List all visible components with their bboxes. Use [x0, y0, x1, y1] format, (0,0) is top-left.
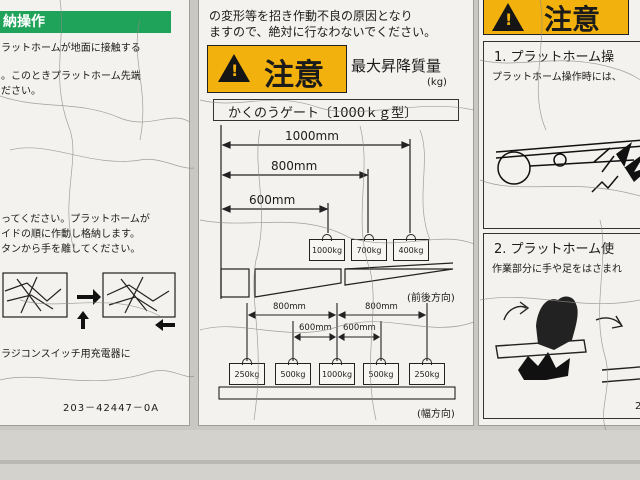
- bottom-frame: [0, 430, 640, 480]
- left-text-line-7: ラジコンスイッチ用充電器に: [1, 349, 131, 360]
- dim-600mm-left: 600mm: [299, 323, 332, 333]
- weight-250kg-right: 250kg: [409, 358, 445, 385]
- gate-stow-illustration: [2, 272, 176, 331]
- left-text-line-6: タンから手を離してください。: [1, 244, 141, 255]
- right-warning-triangle-icon: [492, 3, 524, 31]
- unit-label: (kg): [427, 77, 447, 88]
- right-section1-text: プラットホーム操作時には、: [492, 72, 622, 83]
- dim-1000mm: 1000mm: [285, 129, 339, 143]
- lengthwise-diagram: [220, 125, 454, 299]
- left-text-line-5: イドの順に作動し格納します。: [1, 229, 140, 240]
- dim-800mm: 800mm: [271, 159, 318, 173]
- dim-600mm-right: 600mm: [343, 323, 376, 333]
- right-label-panel: 注意 1. プラットホーム操 プラットホーム操作時には、 2. プラットホーム使…: [478, 0, 640, 426]
- gate-title-box: かくのうゲート〔1000ｋｇ型〕: [213, 99, 459, 121]
- warning-label: 注意: [264, 58, 324, 93]
- weight-400kg: 400kg: [393, 234, 429, 261]
- warning-band: 注意: [207, 45, 347, 93]
- right-section1-box: 1. プラットホーム操 プラットホーム操作時には、: [483, 41, 640, 229]
- warning-triangle-icon: [218, 54, 250, 82]
- right-warning-band: 注意: [483, 0, 629, 36]
- left-text-line-4: ってください。プラットホームが: [1, 214, 150, 225]
- widthwise-diagram: [218, 303, 456, 400]
- center-top-line-1: の変形等を招き作動不良の原因となり: [209, 9, 413, 23]
- right-section2-text: 作業部分に手や足をはさまれ: [492, 264, 622, 275]
- dim-800mm-right: 800mm: [365, 302, 398, 312]
- left-header: 納操作: [0, 11, 171, 33]
- weight-1000kg-center: 1000kg: [319, 358, 355, 385]
- right-edge-digit: 2: [635, 401, 640, 412]
- dim-600mm: 600mm: [249, 193, 296, 207]
- left-label-panel: 納操作 ラットホームが地面に接触する 。このときプラットホーム先端 ださい。 っ…: [0, 0, 190, 426]
- center-top-line-2: ますので、絶対に行なわないでください。: [209, 25, 437, 39]
- platform-drawing: [495, 139, 640, 193]
- right-section1-title: 1. プラットホーム操: [494, 50, 615, 65]
- widthwise-direction-label: (幅方向): [417, 409, 455, 420]
- right-section2-box: 2. プラットホーム使 作業部分に手や足をはさまれ: [483, 233, 640, 419]
- weight-700kg: 700kg: [351, 234, 387, 261]
- weight-1000kg: 1000kg: [309, 234, 345, 261]
- right-section2-title: 2. プラットホーム使: [494, 242, 615, 257]
- max-lift-label: 最大昇降質量: [351, 57, 442, 75]
- center-label-panel: の変形等を招き作動不良の原因となり ますので、絶対に行なわないでください。 注意…: [198, 0, 474, 426]
- left-text-line-1: ラットホームが地面に接触する: [1, 43, 141, 54]
- left-text-line-2: 。このときプラットホーム先端: [1, 71, 141, 82]
- weight-500kg-right: 500kg: [363, 358, 399, 385]
- part-number: 203－42447－0A: [63, 403, 160, 414]
- lengthwise-direction-label: (前後方向): [407, 293, 455, 304]
- hand-caution-drawing: [495, 296, 640, 383]
- left-text-line-3: ださい。: [1, 86, 41, 97]
- right-warning-label: 注意: [544, 3, 601, 36]
- gate-title: かくのうゲート〔1000ｋｇ型〕: [228, 106, 418, 121]
- weight-250kg-left: 250kg: [229, 358, 265, 385]
- dim-800mm-left: 800mm: [273, 302, 306, 312]
- weight-500kg-left: 500kg: [275, 358, 311, 385]
- bottom-shadow-line: [0, 460, 640, 464]
